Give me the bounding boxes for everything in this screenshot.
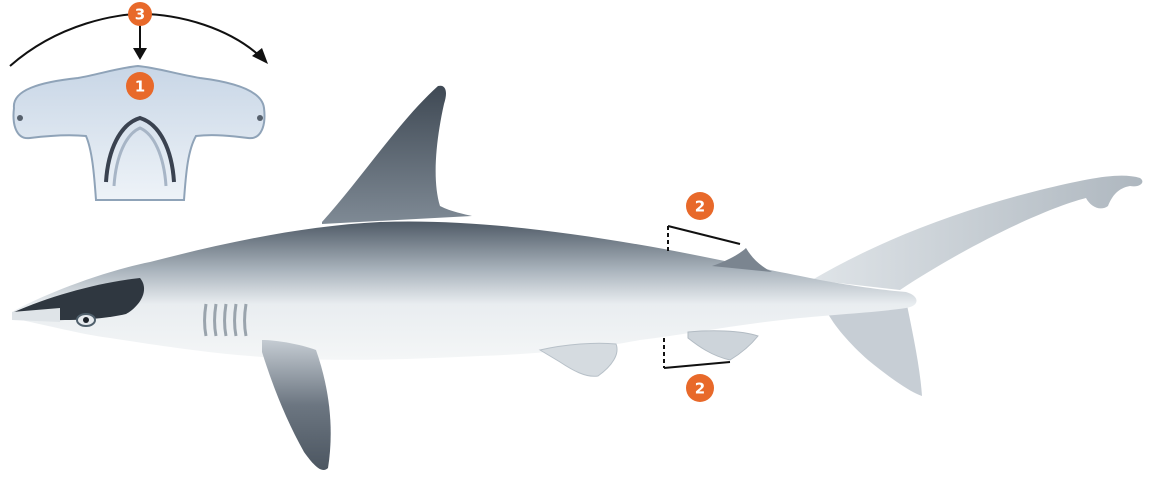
pelvic-fin: [540, 343, 617, 376]
marker-3: 3: [128, 2, 152, 26]
caudal-fin-upper: [812, 176, 1142, 290]
marker-2-anal-label: 2: [695, 380, 705, 398]
anal-solid-line: [664, 362, 730, 368]
shark-pupil: [83, 317, 89, 323]
first-dorsal-fin: [322, 86, 472, 224]
head-right-eye: [257, 115, 263, 121]
head-left-eye: [17, 115, 23, 121]
marker-1: 1: [126, 72, 154, 100]
dorsal-solid-line: [668, 226, 740, 244]
down-arrowhead: [133, 48, 147, 60]
dorsal-fin-measure: [668, 226, 740, 254]
marker-2-dorsal: 2: [686, 192, 714, 220]
marker-1-label: 1: [135, 78, 145, 96]
marker-2-dorsal-label: 2: [695, 198, 705, 216]
marker-3-label: 3: [135, 6, 145, 24]
marker-2-anal: 2: [686, 374, 714, 402]
anal-fin: [688, 331, 758, 360]
shark-body: [12, 221, 917, 359]
